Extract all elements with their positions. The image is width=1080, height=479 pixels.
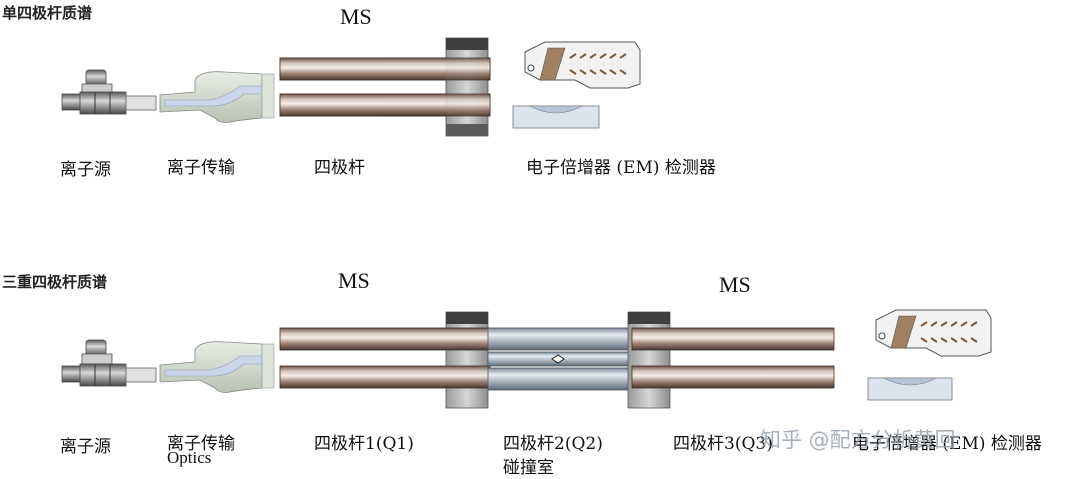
quadrupole-1 [279, 37, 491, 137]
single-label-ion-transfer: 离子传输 [167, 158, 235, 178]
ion-source-device-2 [61, 339, 157, 387]
triple-label-ion-transfer: 离子传输 [167, 434, 235, 454]
triple-label-q1: 四极杆1(Q1) [314, 434, 414, 454]
ion-transfer-optics-1 [159, 71, 275, 123]
triple-label-q2: 四极杆2(Q2) [503, 434, 603, 454]
em-detector-1 [512, 41, 641, 129]
triple-ms1-label: MS [338, 268, 370, 293]
watermark: 知乎 @配方分析黄回 [760, 428, 956, 452]
quadrupole-q1 [279, 311, 491, 409]
single-label-detector: 电子倍增器 (EM) 检测器 [526, 158, 716, 178]
triple-label-collision-cell: 碰撞室 [503, 458, 554, 478]
em-detector-2 [867, 309, 992, 401]
quadrupole-q3 [627, 311, 835, 409]
ion-source-device-1 [61, 69, 157, 115]
single-label-quadrupole: 四极杆 [314, 158, 365, 178]
triple-label-detector: 电子倍增器 (EM) 检测器 [852, 434, 1042, 454]
single-label-ion-source: 离子源 [60, 160, 111, 180]
collision-cell-q2 [487, 327, 635, 391]
triple-label-ion-source: 离子源 [60, 437, 111, 457]
single-ms-label: MS [340, 4, 372, 29]
single-quad-title: 单四极杆质谱 [2, 4, 93, 22]
triple-label-q3: 四极杆3(Q3) [673, 434, 773, 454]
triple-label-optics: Optics [167, 448, 212, 467]
triple-ms2-label: MS [719, 272, 751, 297]
ion-transfer-optics-2 [159, 341, 275, 393]
triple-quad-title: 三重四极杆质谱 [2, 273, 108, 291]
